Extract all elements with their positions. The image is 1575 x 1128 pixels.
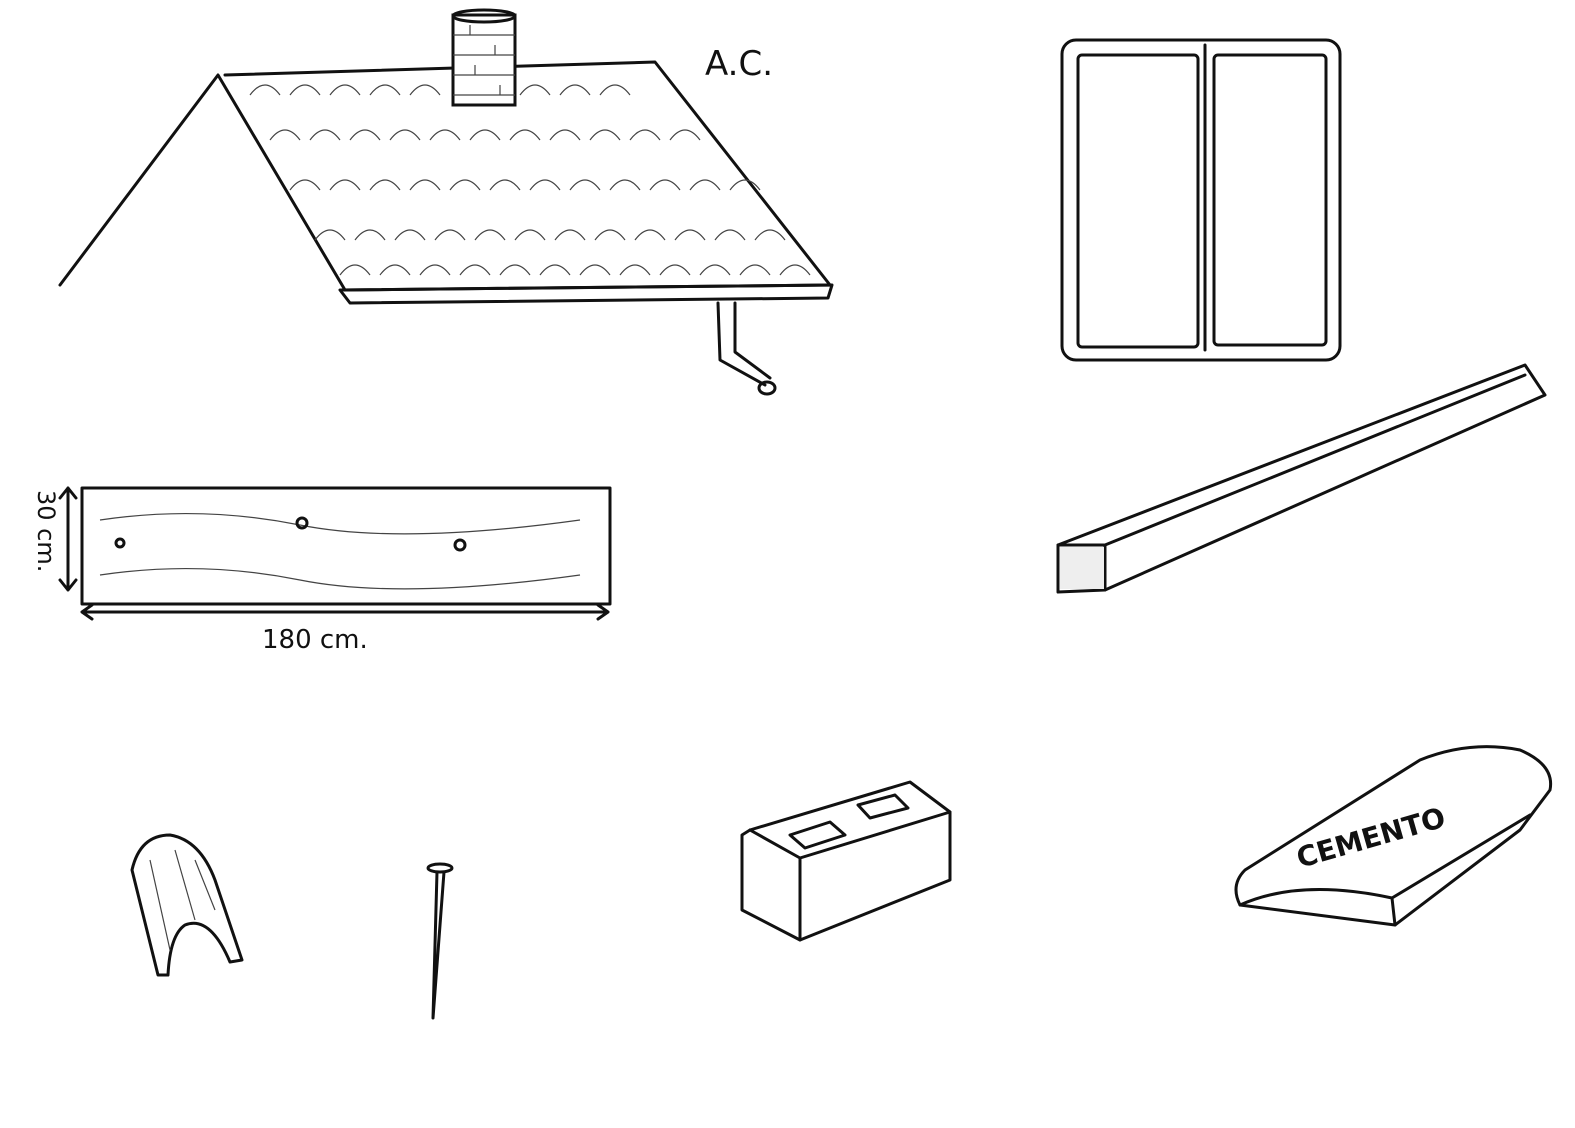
wooden-plank-drawing: 30 cm. 180 cm.: [32, 486, 612, 655]
cement-bag-label: CEMENTO: [1293, 801, 1449, 875]
roof-tiles: [249, 84, 811, 276]
signature-text: A.C.: [705, 44, 773, 84]
wooden-beam-drawing: [1056, 363, 1547, 594]
chimney: [451, 8, 517, 107]
roof-drawing: A.C.: [58, 8, 834, 396]
roof-tile-drawing: [130, 833, 244, 977]
cement-bag-drawing: CEMENTO: [1234, 745, 1553, 927]
concrete-block-drawing: [740, 780, 952, 942]
plank-height-label: 30 cm.: [32, 490, 60, 572]
nail-drawing: [426, 862, 454, 1020]
plank-width-label: 180 cm.: [262, 625, 368, 655]
window-drawing: [1060, 38, 1342, 362]
